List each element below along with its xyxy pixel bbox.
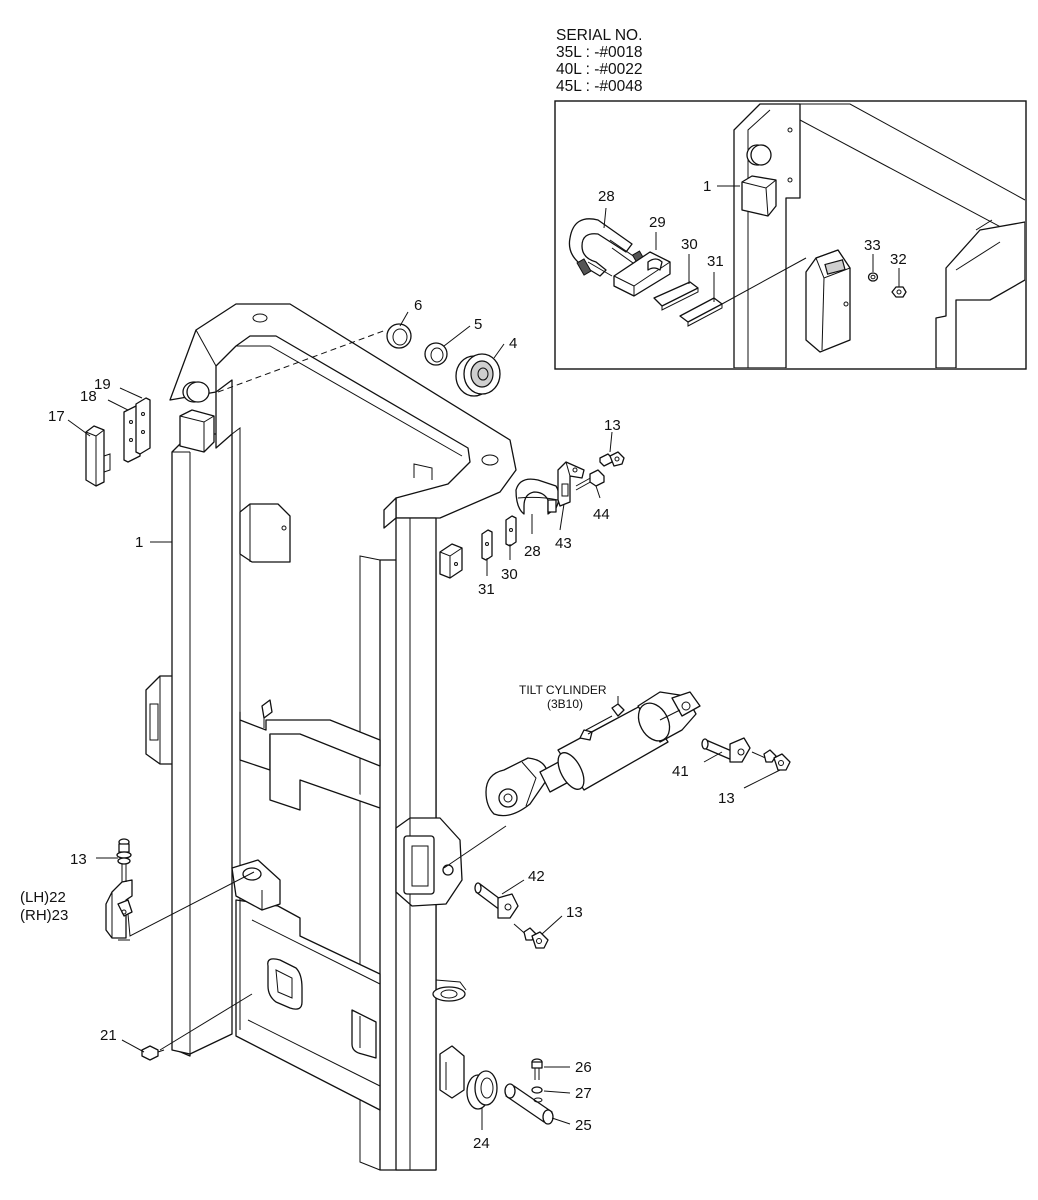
part-24-bushing xyxy=(466,1070,498,1110)
inset-part-32-nut xyxy=(891,286,907,298)
part-22-23-bracket xyxy=(105,879,133,939)
callout-17: 17 xyxy=(48,408,65,425)
callout-28: 28 xyxy=(524,543,541,560)
inset-callout-29: 29 xyxy=(649,214,666,231)
serial-number-block: SERIAL NO. 35L : -#0018 40L : -#0022 45L… xyxy=(556,27,642,95)
part-31-shim xyxy=(481,529,493,561)
part-42-pin xyxy=(474,882,519,919)
mid-slide-pad xyxy=(239,503,291,563)
part-41-pin xyxy=(701,737,751,763)
part-13-bolt-upper xyxy=(599,451,625,467)
part-21-grease-fitting xyxy=(141,1045,165,1061)
callout-13-pin41: 13 xyxy=(718,790,735,807)
inset-callout-1: 1 xyxy=(703,178,711,195)
inset-callout-33: 33 xyxy=(864,237,881,254)
callout-25: 25 xyxy=(575,1117,592,1134)
callout-31: 31 xyxy=(478,581,495,598)
inset-callout-28: 28 xyxy=(598,188,615,205)
part-44-bolt xyxy=(575,469,605,491)
mast-assembly xyxy=(145,303,517,1171)
inset-part-28-clamp xyxy=(568,218,649,277)
outer-mast-crossmembers xyxy=(235,699,467,1111)
part-6-ring xyxy=(386,323,412,349)
inset-callout-31: 31 xyxy=(707,253,724,270)
callout-41: 41 xyxy=(672,763,689,780)
serial-line-45l: 45L : -#0048 xyxy=(556,78,642,95)
callout-1: 1 xyxy=(135,534,143,551)
part-17-bracket xyxy=(85,425,111,487)
callout-44: 44 xyxy=(593,506,610,523)
part-13-bolt-lower-left xyxy=(116,838,132,882)
leader-lines xyxy=(67,311,781,1130)
part-4-bearing-roller xyxy=(455,353,501,397)
callout-13-pin42: 13 xyxy=(566,904,583,921)
inset-cylinder-bracket-block xyxy=(805,249,851,353)
inset-callout-30: 30 xyxy=(681,236,698,253)
callout-5: 5 xyxy=(474,316,482,333)
upper-crossmember xyxy=(169,303,517,519)
part-26-bolt xyxy=(531,1058,543,1080)
callout-labels: 6 5 4 19 18 17 1 13 44 43 28 30 31 TILT … xyxy=(20,297,735,1152)
part-30-shim xyxy=(505,515,517,547)
part-28-clamp xyxy=(515,478,560,515)
callout-23: (RH)23 xyxy=(20,907,68,924)
part-5-ring xyxy=(424,342,448,366)
inset-part-29-bracket xyxy=(613,251,671,297)
callout-13-lower-left: 13 xyxy=(70,851,87,868)
callout-27: 27 xyxy=(575,1085,592,1102)
serial-title: SERIAL NO. xyxy=(556,27,642,44)
lower-hinge-boss xyxy=(439,1045,465,1099)
tilt-cylinder xyxy=(485,691,701,817)
callout-4: 4 xyxy=(509,335,517,352)
callout-19: 19 xyxy=(94,376,111,393)
callout-42: 42 xyxy=(528,868,545,885)
callout-13-upper: 13 xyxy=(604,417,621,434)
slide-block xyxy=(439,543,463,579)
part-13-bolt-pin41 xyxy=(751,749,791,771)
inner-mast-left-upright xyxy=(171,379,241,1055)
part-19-plate xyxy=(135,397,151,455)
callout-21: 21 xyxy=(100,1027,117,1044)
part-13-bolt-pin42 xyxy=(513,923,549,949)
inset-part-33-washer xyxy=(867,272,879,282)
part-27-washer xyxy=(531,1086,543,1094)
callout-43: 43 xyxy=(555,535,572,552)
serial-line-35l: 35L : -#0018 xyxy=(556,44,642,61)
callout-24: 24 xyxy=(473,1135,490,1152)
inset-detail-panel: 1 28 29 30 31 33 32 xyxy=(554,100,1027,370)
callout-26: 26 xyxy=(575,1059,592,1076)
part-25-mast-pin xyxy=(504,1083,554,1125)
inset-callout-32: 32 xyxy=(890,251,907,268)
assembly-name: TILT CYLINDER xyxy=(519,683,607,697)
lower-anchor-boss xyxy=(231,859,281,911)
callout-18: 18 xyxy=(80,388,97,405)
inset-right-upright xyxy=(935,219,1025,368)
callout-22: (LH)22 xyxy=(20,889,66,906)
callout-30: 30 xyxy=(501,566,518,583)
inset-inner-mast-upright xyxy=(733,103,1025,368)
inset-part-30-shim xyxy=(653,281,699,311)
assembly-ref: (3B10) xyxy=(547,697,583,711)
part-43-bracket xyxy=(557,461,585,507)
serial-line-40l: 40L : -#0022 xyxy=(556,61,642,78)
callout-6: 6 xyxy=(414,297,422,314)
